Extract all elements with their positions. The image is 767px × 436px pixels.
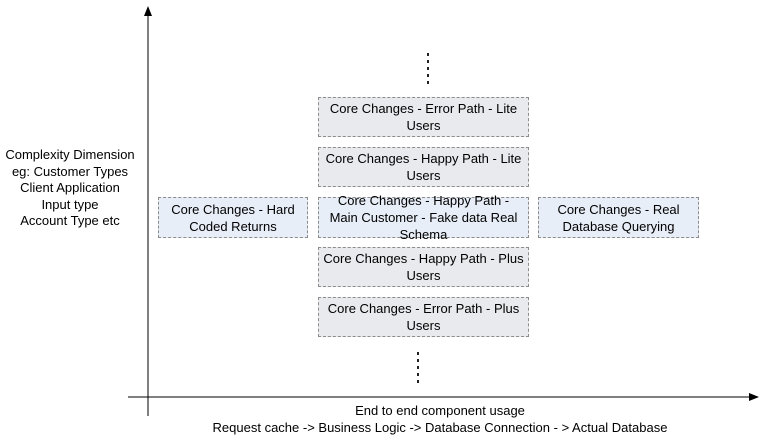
box-real-database-querying: Core Changes - Real Database Querying	[538, 197, 699, 238]
box-error-path-plus-users: Core Changes - Error Path - Plus Users	[318, 297, 529, 337]
x-axis-arrowhead	[749, 393, 759, 401]
box-label: Core Changes - Error Path - Lite Users	[329, 101, 518, 133]
box-label: Core Changes - Happy Path - Plus Users	[323, 251, 524, 283]
y-axis-label: Complexity Dimension eg: Customer Types …	[0, 147, 140, 230]
box-label: Core Changes - Hard Coded Returns	[171, 201, 295, 234]
box-label: Core Changes - Happy Path - Main Custome…	[329, 193, 518, 242]
x-axis-label: End to end component usage Request cache…	[140, 402, 740, 436]
box-happy-path-lite-users: Core Changes - Happy Path - Lite Users	[318, 147, 529, 187]
top-ellipsis	[425, 53, 431, 84]
y-axis-arrowhead	[144, 6, 152, 16]
y-axis-label-line: eg: Customer Types	[11, 163, 129, 179]
y-axis-label-line: Account Type etc	[20, 213, 120, 228]
x-axis-label-line: End to end component usage	[355, 403, 525, 418]
box-label: Core Changes - Error Path - Plus Users	[327, 301, 520, 333]
y-axis-label-line: Complexity Dimension	[5, 147, 135, 162]
box-label: Core Changes - Happy Path - Lite Users	[325, 151, 522, 183]
y-axis-label-line: Client Application	[20, 180, 120, 195]
box-label: Core Changes - Real Database Querying	[557, 201, 680, 234]
box-hard-coded-returns: Core Changes - Hard Coded Returns	[158, 197, 308, 238]
box-error-path-lite-users: Core Changes - Error Path - Lite Users	[318, 97, 529, 137]
x-axis-label-line: Request cache -> Business Logic -> Datab…	[212, 420, 668, 435]
box-happy-path-plus-users: Core Changes - Happy Path - Plus Users	[318, 247, 529, 287]
bottom-ellipsis	[415, 352, 421, 383]
y-axis-label-line: Input type	[41, 196, 99, 212]
box-happy-path-main-customer: Core Changes - Happy Path - Main Custome…	[318, 193, 529, 242]
